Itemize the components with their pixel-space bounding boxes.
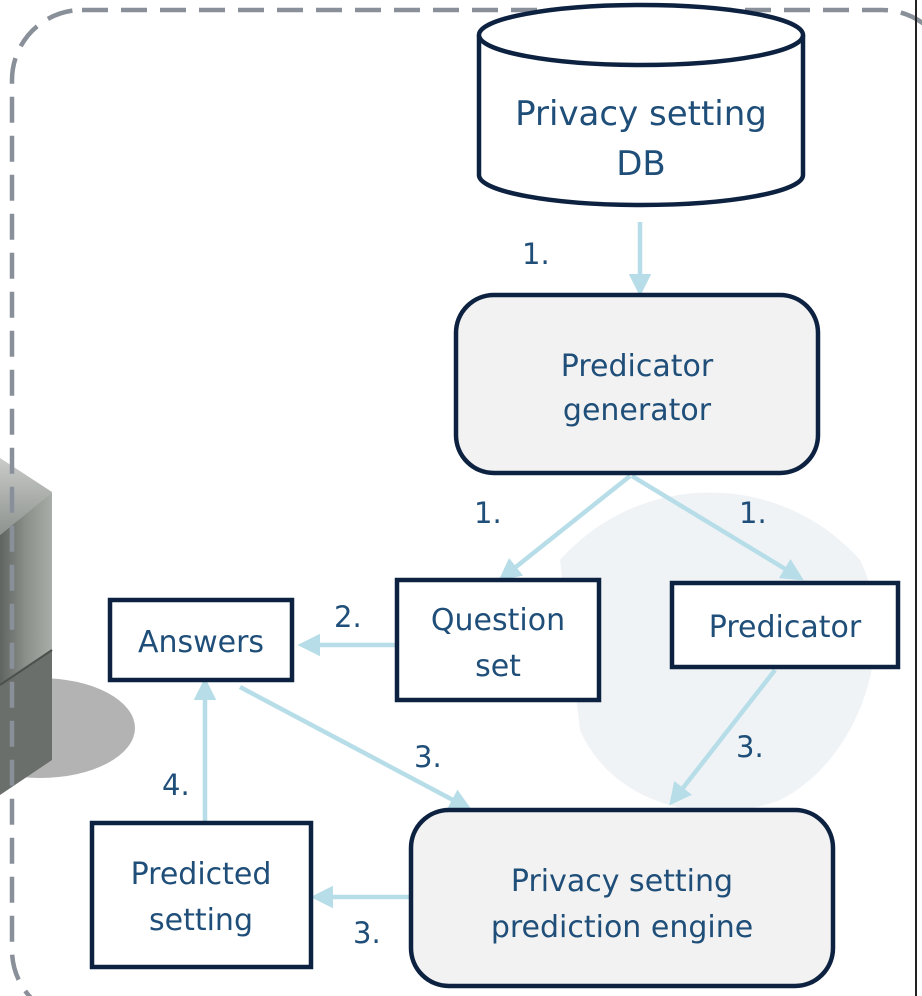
prediction-engine-node: Privacy setting prediction engine [408, 807, 836, 989]
privacy-setting-db-node: Privacy setting DB [476, 2, 806, 208]
predicted-label-line2: setting [149, 903, 253, 938]
step-label-answers-to-engine: 3. [414, 740, 442, 774]
predicted-setting-node: Predicted setting [89, 820, 314, 970]
arrow-predicator-to-engine [669, 668, 777, 806]
system-boundary [9, 7, 922, 996]
db-label-line1: Privacy setting [515, 94, 767, 134]
step-label-predicted-to-answers: 4. [162, 768, 190, 802]
predicted-label-line1: Predicted [131, 857, 272, 892]
arrow-answers-to-engine [238, 685, 472, 811]
arrow-generator-to-predicator [630, 474, 804, 581]
engine-label-line2: prediction engine [491, 910, 753, 945]
generator-label-line2: generator [563, 393, 712, 428]
predicator-generator-node: Predicator generator [453, 292, 821, 476]
question-set-label-line1: Question [431, 603, 565, 638]
step-label-predicator-to-engine: 3. [736, 730, 764, 764]
arrows [193, 222, 804, 909]
step-label-db-to-generator: 1. [522, 237, 550, 271]
arrow-generator-to-question-set [498, 474, 632, 581]
engine-label-line1: Privacy setting [511, 864, 733, 899]
question-set-node: Question set [394, 577, 602, 703]
generator-label-line1: Predicator [561, 349, 714, 384]
step-label-engine-to-predicted: 3. [353, 916, 381, 950]
predicator-node: Predicator [669, 580, 901, 670]
step-label-question-to-answers: 2. [334, 600, 362, 634]
predicator-label: Predicator [709, 610, 862, 645]
question-set-label-line2: set [475, 649, 521, 684]
answers-label: Answers [138, 625, 264, 660]
step-label-generator-to-predicator: 1. [739, 496, 767, 530]
db-label-line2: DB [616, 144, 666, 184]
answers-node: Answers [107, 597, 295, 683]
step-labels: 1. 1. 1. 2. 3. 3. 3. 4. [162, 237, 767, 950]
step-label-generator-to-question: 1. [474, 496, 502, 530]
